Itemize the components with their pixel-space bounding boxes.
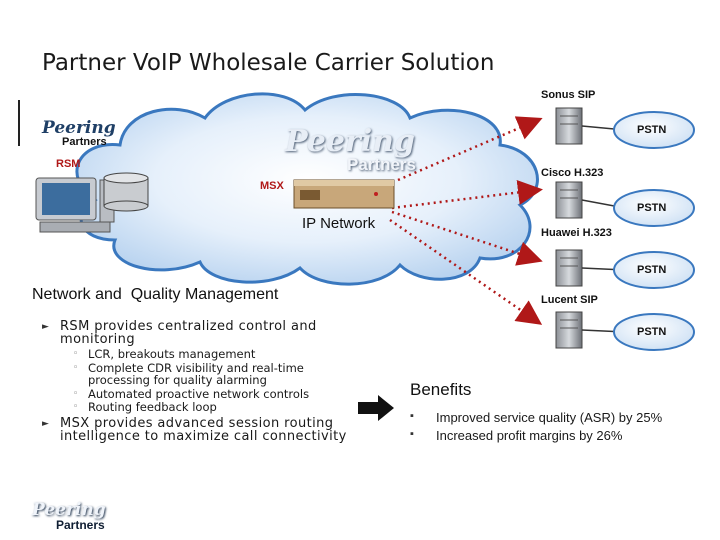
bullet-msx: ► MSX provides advanced session routing … [42,416,355,444]
pstn-cloud-2 [613,189,695,227]
ring-bullet-icon: ◦ [73,402,79,412]
ring-bullet-icon: ◦ [73,363,79,373]
pstn-label-3: PSTN [637,264,667,276]
rsm-computer-icon [35,177,115,233]
pstn-cloud-1 [613,111,695,149]
sub-bullet-text: LCR, breakouts management [88,347,256,361]
rsm-label: RSM [56,158,81,170]
benefit-text: Improved service quality (ASR) by 25% [436,410,663,425]
sub-bullet-text: Automated proactive network controls [88,387,310,401]
bullet-arrow-icon: ► [42,322,50,332]
pstn-cloud-4 [613,313,695,351]
rsm-database-icon [103,172,149,212]
ring-bullet-icon: ◦ [73,389,79,399]
link-cisco [391,180,543,210]
link-huawei [391,210,543,266]
bullet-rsm: ► RSM provides centralized control and m… [42,319,350,347]
pstn-label-4: PSTN [637,326,667,338]
benefit-item: ▪ Increased profit margins by 26% [410,428,623,443]
management-heading: Network and Quality Management [32,286,279,303]
sub-bullet: ◦ Automated proactive network controls [73,387,310,401]
gateway-sonus-icon [555,107,583,145]
square-bullet-icon: ▪ [410,410,414,422]
title-divider [18,100,20,146]
sub-bullet-text: Routing feedback loop [88,400,217,414]
logo-sub-text: Partners [347,155,416,174]
gateway-lucent-icon [555,311,583,349]
bullet-arrow-icon: ► [42,419,50,429]
pstn-cloud-3 [613,251,695,289]
gateway-huawei-label: Huawei H.323 [541,227,612,239]
sub-bullet: ◦ LCR, breakouts management [73,347,256,361]
logo-brand-text: Peering [32,500,106,520]
benefits-heading: Benefits [410,380,472,399]
msx-label: MSX [260,180,284,192]
msx-device-icon [293,179,395,209]
signaling-links [389,116,543,325]
peering-logo-top: Peering Partners [42,118,116,148]
slide-title: Partner VoIP Wholesale Carrier Solution [42,50,495,76]
ip-network-label: IP Network [302,215,376,232]
gateway-huawei-icon [555,249,583,287]
sub-bullet: ◦ Routing feedback loop [73,400,217,414]
benefits-arrow-icon [358,395,394,421]
gateway-cisco-label: Cisco H.323 [541,167,604,179]
sub-bullet-text: Complete CDR visibility and real-time pr… [88,361,304,387]
gateway-lucent-label: Lucent SIP [541,294,598,306]
logo-sub-text: Partners [62,136,107,148]
gateway-cisco-icon [555,181,583,219]
benefit-text: Increased profit margins by 26% [436,428,623,443]
gateway-sonus-label: Sonus SIP [541,89,596,101]
logo-sub-text: Partners [56,518,105,532]
logo-brand-text: Peering [42,118,116,138]
logo-brand-text: Peering [285,124,415,159]
peering-logo-bottom: Peering Partners [32,500,106,532]
square-bullet-icon: ▪ [410,428,414,440]
pstn-label-1: PSTN [637,124,667,136]
sub-bullet: ◦ Complete CDR visibility and real-time … [73,361,308,387]
link-sonus [397,116,543,182]
peering-logo-cloud: Peering Partners [285,124,416,175]
pstn-label-2: PSTN [637,202,667,214]
benefit-item: ▪ Improved service quality (ASR) by 25% [410,410,663,425]
ring-bullet-icon: ◦ [73,349,79,359]
bullet-text: RSM provides centralized control and mon… [60,319,317,347]
bullet-text: MSX provides advanced session routing in… [60,416,347,444]
